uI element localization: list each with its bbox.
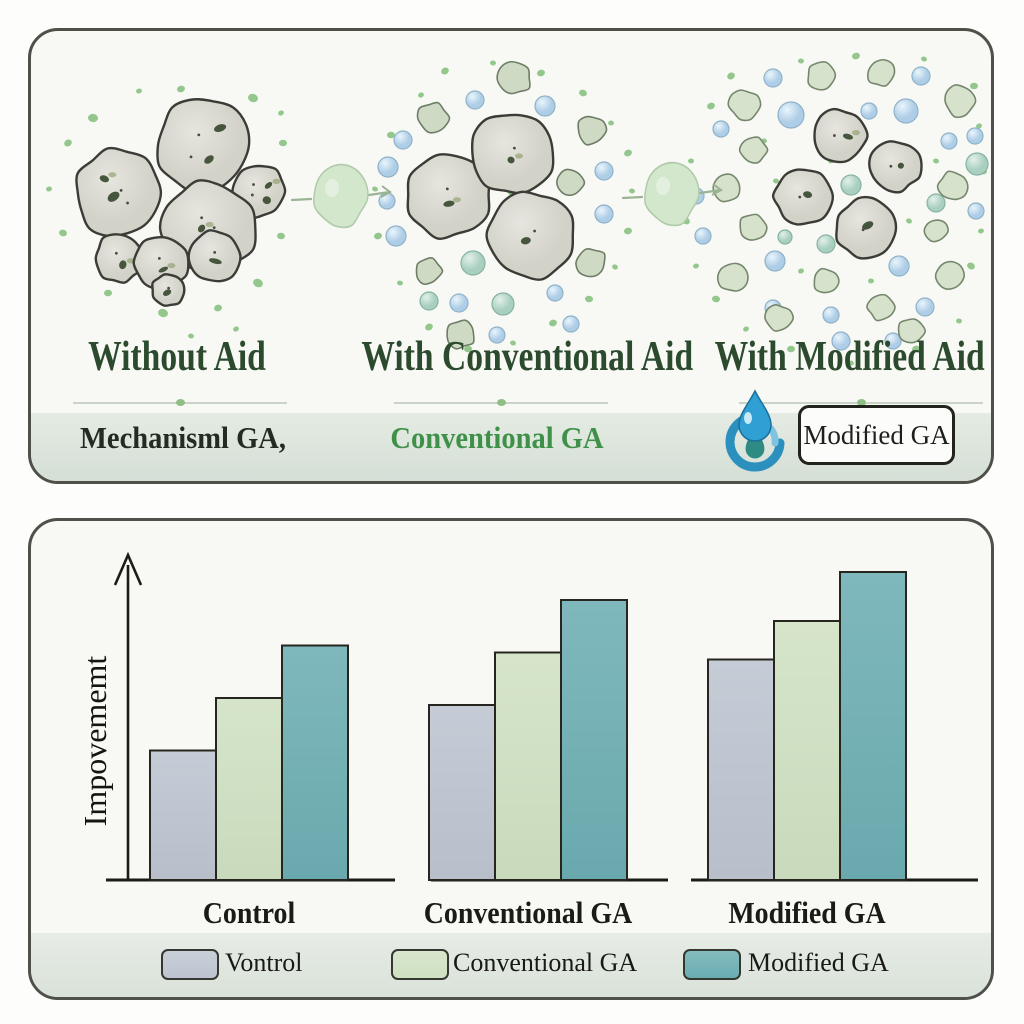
bar-modified-ga: [560, 599, 628, 881]
bar-modified-ga: [281, 644, 349, 881]
bar-modified-ga: [839, 571, 907, 881]
legend-swatch-conventional-ga: [391, 949, 449, 980]
legend-label-control: Vontrol: [225, 948, 303, 977]
stage-conventional-aid: [372, 60, 635, 353]
divider-line: [73, 399, 287, 406]
stage-heading-without-aid: Without Aid: [88, 334, 266, 380]
bar-conventional-ga: [773, 620, 841, 881]
stage-modified-aid: [682, 52, 989, 366]
stage-heading-modified-aid: With Modified Aid: [714, 334, 985, 380]
legend-swatch-modified-ga: [683, 949, 741, 980]
y-axis-label: Impovememt: [77, 655, 113, 827]
category-label-control: Control: [202, 895, 296, 930]
divider-dot-icon: [176, 399, 185, 406]
mechanism-panel: Without Aid With Conventional Aid With M…: [28, 28, 994, 484]
arrow-icon: [290, 161, 723, 229]
bar-vontrol: [149, 749, 217, 881]
chart-legend: Vontrol Conventional GA Modified GA: [31, 933, 991, 997]
legend-label-conventional-ga: Conventional GA: [453, 948, 638, 977]
stage-heading-conventional-aid: With Conventional Aid: [361, 334, 694, 380]
bar-conventional-ga: [215, 697, 283, 881]
divider-line: [739, 399, 983, 406]
caption-mechanism-ga: Mechanisml GA,: [80, 420, 286, 455]
category-label-modified-ga: Modified GA: [728, 895, 886, 930]
badge-label: Modified GA: [803, 420, 950, 450]
bar-chart: [106, 551, 978, 882]
stage-without-aid: [46, 85, 287, 339]
caption-conventional-ga: Conventional GA: [390, 420, 604, 455]
modified-ga-badge: Modified GA: [798, 405, 955, 465]
legend-swatch-control: [161, 949, 219, 980]
legend-label-modified-ga: Modified GA: [748, 948, 889, 977]
bar-vontrol: [428, 704, 496, 881]
category-label-conventional-ga: Conventional GA: [423, 895, 633, 930]
divider-dot-icon: [857, 399, 866, 406]
divider-line: [394, 399, 608, 406]
particle-illustration: [46, 52, 989, 366]
bar-conventional-ga: [494, 651, 562, 881]
chart-panel: Impovememt Control Conventional GA Modif…: [28, 518, 994, 1000]
divider-dot-icon: [497, 399, 506, 406]
water-drop-icon: [725, 389, 785, 472]
bar-vontrol: [707, 658, 775, 881]
